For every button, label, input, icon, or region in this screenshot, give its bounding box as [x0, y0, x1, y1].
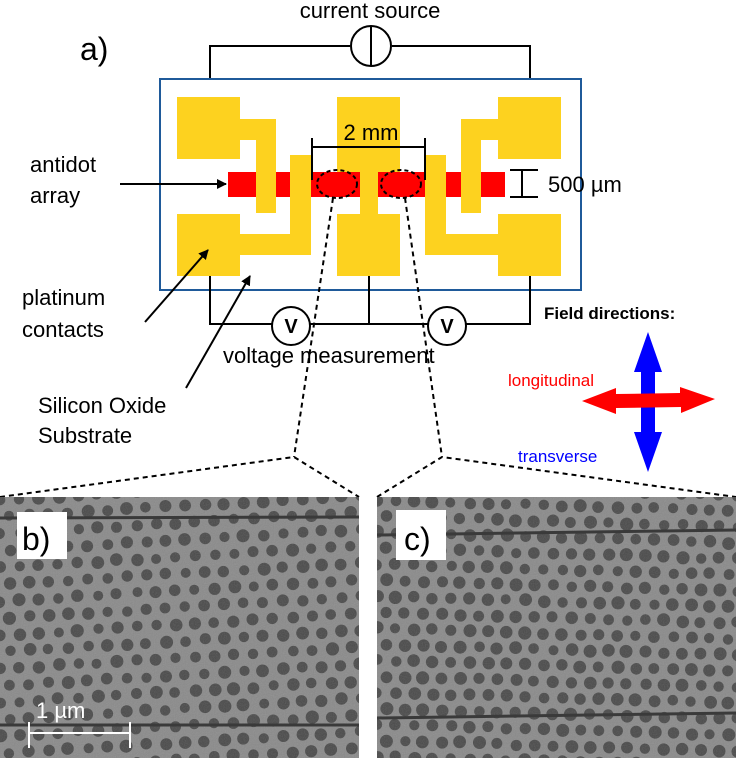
- antidot-hole: [296, 459, 308, 471]
- panel-c-label-box: [396, 510, 446, 560]
- panel-c-label: c): [404, 521, 431, 557]
- antidot-hole: [566, 484, 578, 496]
- antidot-hole: [362, 511, 373, 522]
- zoom-region-c: [380, 169, 422, 199]
- voltmeter-left-symbol: V: [284, 316, 298, 338]
- transverse-label: transverse: [518, 447, 597, 466]
- width-dimension-label: 500 µm: [548, 172, 622, 197]
- length-dimension-label: 2 mm: [344, 120, 399, 145]
- antidot-hole: [200, 465, 211, 476]
- antidot-hole: [139, 468, 152, 481]
- antidot-hole: [435, 480, 447, 492]
- antidot-hole: [247, 479, 259, 491]
- antidot-label-line2: array: [30, 183, 80, 208]
- scale-bar: [28, 722, 131, 748]
- antidot-hole: [159, 467, 171, 479]
- antidot-hole: [42, 474, 55, 487]
- antidot-hole: [362, 478, 375, 491]
- antidot-hole: [364, 639, 377, 652]
- antidot-hole: [119, 470, 132, 483]
- antidot-hole: [454, 481, 465, 492]
- antidot-hole: [363, 542, 374, 553]
- antidot-hole: [362, 733, 375, 746]
- current-source-circuit: [209, 25, 531, 97]
- antidot-hole: [584, 485, 595, 496]
- antidot-hole: [365, 708, 377, 720]
- width-dimension: [510, 169, 538, 198]
- zoom-region-b: [316, 169, 358, 199]
- antidot-hole: [317, 458, 328, 469]
- field-directions-title: Field directions:: [544, 304, 675, 323]
- antidot-hole: [380, 477, 393, 490]
- voltmeter-right-symbol: V: [440, 316, 454, 338]
- antidot-hole: [361, 639, 372, 650]
- antidot-hole: [63, 472, 75, 484]
- antidot-hole: [364, 572, 377, 585]
- voltmeter-right-icon: [427, 306, 467, 346]
- antidot-hole: [604, 487, 614, 497]
- longitudinal-arrow-icon: [582, 387, 715, 414]
- antidot-hole: [361, 702, 374, 715]
- antidot-hole: [23, 476, 35, 488]
- panel-a-label: a): [80, 31, 108, 67]
- antidot-hole: [361, 606, 372, 617]
- antidot-hole: [363, 574, 373, 584]
- antidot-hole: [361, 669, 374, 682]
- antidot-hole: [230, 480, 240, 490]
- substrate-label-line2: Substrate: [38, 423, 132, 448]
- antidot-hole: [548, 483, 560, 495]
- antidot-hole: [365, 505, 377, 517]
- antidot-hole: [346, 473, 357, 484]
- antidot-hole: [82, 473, 93, 484]
- antidot-hole: [622, 485, 633, 496]
- substrate-arrow-icon: [185, 275, 251, 389]
- antidot-hole: [417, 480, 430, 493]
- antidot-hole: [399, 478, 410, 489]
- voltage-circuit: [209, 276, 531, 346]
- antidot-hole: [364, 539, 377, 552]
- antidot-hole: [474, 483, 484, 493]
- antidot-hole: [305, 475, 317, 487]
- antidot-hole: [491, 481, 503, 493]
- antidot-hole: [288, 477, 298, 487]
- antidot-hole: [169, 482, 182, 495]
- antidot-hole: [3, 477, 15, 489]
- current-source-label: current source: [300, 0, 441, 23]
- panel-b-label-box: [17, 512, 67, 559]
- antidot-hole: [365, 742, 376, 753]
- antidot-hole: [278, 461, 289, 472]
- antidot-label-line1: antidot: [30, 152, 96, 177]
- voltmeter-left-icon: [271, 306, 311, 346]
- platinum-label-line1: platinum: [22, 285, 105, 310]
- voltage-measurement-label: voltage measurement: [223, 343, 435, 368]
- zoom-guide-lines: [0, 197, 736, 498]
- antidot-hole: [102, 471, 113, 482]
- antidot-hole: [268, 479, 279, 490]
- panel-b-label: b): [22, 521, 50, 557]
- antidot-array: [228, 172, 505, 197]
- platinum-arrow-icon: [144, 249, 209, 323]
- antidot-hole: [529, 482, 542, 495]
- sem-image-c: [361, 477, 736, 758]
- antidot-hole: [363, 606, 376, 619]
- antidot-hole: [364, 675, 376, 687]
- antidot-hole: [133, 497, 141, 498]
- antidot-hole: [376, 454, 387, 465]
- antidot-hole: [355, 456, 367, 468]
- length-dimension: [311, 138, 426, 180]
- antidot-hole: [365, 471, 376, 482]
- antidot-hole: [208, 480, 221, 493]
- antidot-hole: [189, 483, 201, 495]
- antidot-hole: [257, 463, 268, 474]
- antidot-hole: [149, 485, 161, 497]
- antidot-hole: [509, 481, 522, 494]
- longitudinal-label: longitudinal: [508, 371, 594, 390]
- antidot-hole: [336, 457, 346, 467]
- platinum-label-line2: contacts: [22, 317, 104, 342]
- scale-bar-label: 1 µm: [36, 698, 85, 723]
- substrate-label-line1: Silicon Oxide: [38, 393, 166, 418]
